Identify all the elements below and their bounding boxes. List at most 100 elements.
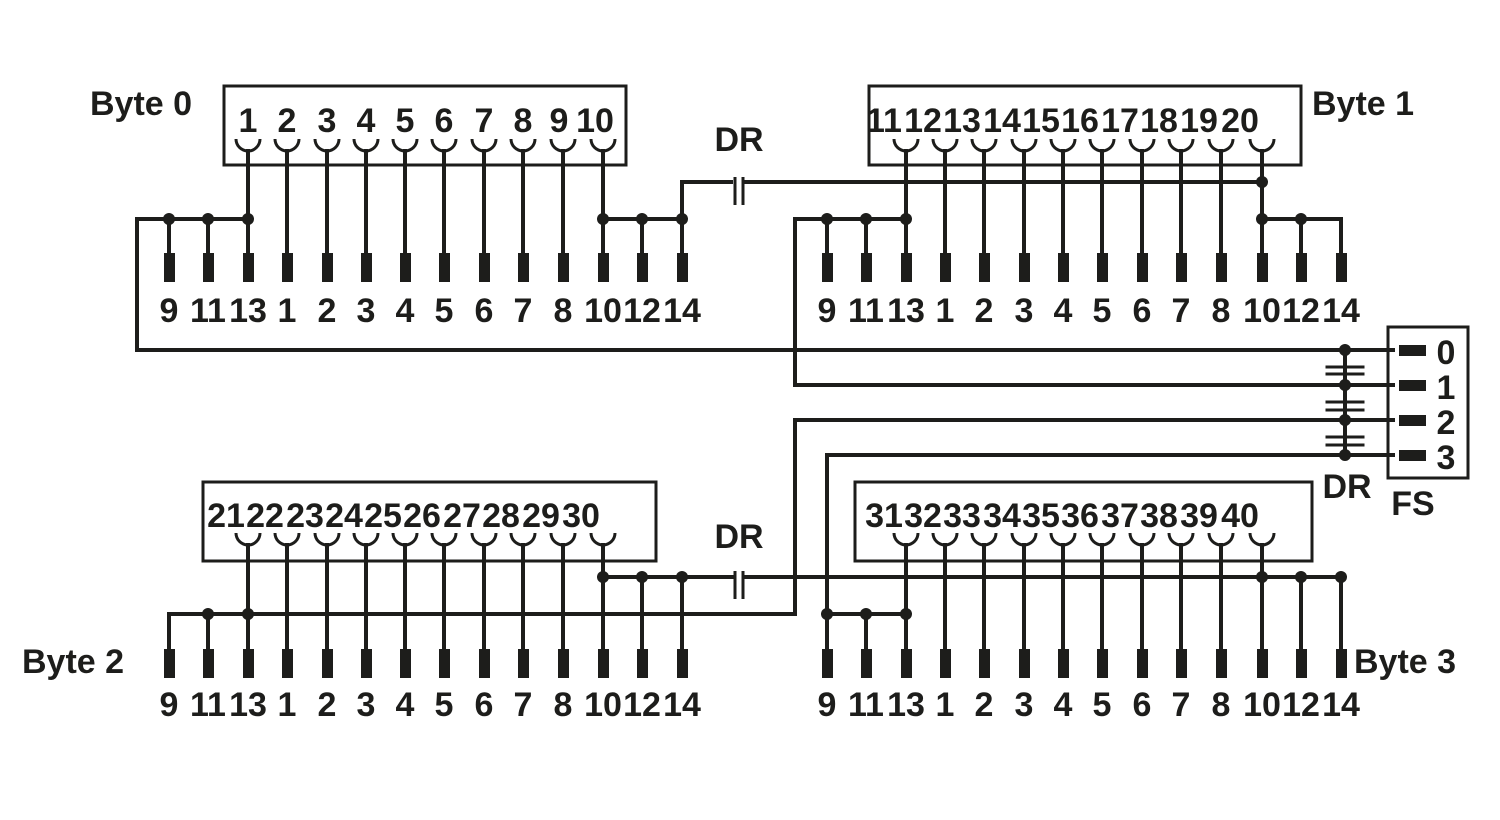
terminal-number: 7 <box>1172 686 1191 724</box>
junction-dot <box>597 571 609 583</box>
junction-dot <box>636 571 648 583</box>
pin-number: 11 <box>866 102 902 140</box>
junction-dot <box>1295 571 1307 583</box>
wire <box>825 453 1395 649</box>
terminal-number: 12 <box>623 686 661 724</box>
terminal-post <box>1296 649 1307 678</box>
pin-number: 10 <box>576 102 614 140</box>
terminal-post <box>1019 649 1030 678</box>
terminal-post <box>861 253 872 282</box>
junction-dot <box>597 213 609 225</box>
terminal-number: 12 <box>1282 686 1320 724</box>
terminal-post <box>400 649 411 678</box>
terminal-number: 5 <box>1093 686 1112 724</box>
terminal-post <box>940 649 951 678</box>
terminal-post <box>203 649 214 678</box>
wire <box>680 180 733 219</box>
terminal-number: 14 <box>1322 292 1360 330</box>
fs-terminal-number: 0 <box>1437 334 1456 372</box>
terminal-number: 5 <box>1093 292 1112 330</box>
terminal-number: 13 <box>887 686 925 724</box>
terminal-post <box>439 649 450 678</box>
terminal-number: 2 <box>318 292 337 330</box>
terminal-post <box>598 253 609 282</box>
junction-dot <box>1295 213 1307 225</box>
terminal-number: 1 <box>278 292 297 330</box>
terminal-number: 4 <box>1054 686 1073 724</box>
terminal-post <box>518 649 529 678</box>
junction-dots <box>163 176 1351 620</box>
terminal-number: 3 <box>1015 292 1034 330</box>
terminal-post <box>1336 649 1347 678</box>
terminal-post <box>243 649 254 678</box>
dr-label-fs: DR <box>1322 468 1371 506</box>
junction-dot <box>242 213 254 225</box>
pin-number: 23 <box>286 497 324 535</box>
terminal-number: 14 <box>1322 686 1360 724</box>
fs-terminal-post <box>1399 415 1426 426</box>
byte-label: Byte 0 <box>90 85 192 123</box>
terminal-number: 13 <box>229 686 267 724</box>
terminal-post <box>361 649 372 678</box>
fs-terminal-number: 3 <box>1437 439 1456 477</box>
junction-dot <box>1339 379 1351 391</box>
terminal-number: 13 <box>887 292 925 330</box>
connector-box-byte-1 <box>867 84 1303 167</box>
terminal-number: 8 <box>554 292 573 330</box>
junction-dot <box>163 213 175 225</box>
terminal-number: 10 <box>584 292 622 330</box>
terminal-post <box>1097 253 1108 282</box>
junction-dot <box>1339 449 1351 461</box>
pin-number: 37 <box>1101 497 1139 535</box>
junction-dot <box>1339 414 1351 426</box>
terminal-post <box>1058 253 1069 282</box>
terminal-number: 3 <box>357 686 376 724</box>
terminal-number: 9 <box>160 686 179 724</box>
terminal-post <box>901 649 912 678</box>
terminal-number: 3 <box>357 292 376 330</box>
terminal-post <box>479 253 490 282</box>
terminal-number: 5 <box>435 686 454 724</box>
terminal-number: 9 <box>160 292 179 330</box>
junction-dot <box>1256 571 1268 583</box>
terminal-post <box>598 649 609 678</box>
junction-dot <box>202 213 214 225</box>
terminal-post <box>282 253 293 282</box>
byte-label: Byte 2 <box>22 643 124 681</box>
terminal-number: 11 <box>190 686 226 724</box>
terminal-number: 7 <box>514 686 533 724</box>
terminal-number: 5 <box>435 292 454 330</box>
junction-dot <box>1256 213 1268 225</box>
pin-number: 28 <box>482 497 520 535</box>
terminal-number: 14 <box>663 292 701 330</box>
pin-number: 7 <box>475 102 494 140</box>
terminal-number: 3 <box>1015 686 1034 724</box>
junction-dot <box>860 608 872 620</box>
terminal-number: 7 <box>1172 292 1191 330</box>
terminal-number: 1 <box>936 686 955 724</box>
terminal-post <box>677 649 688 678</box>
byte-label: Byte 1 <box>1312 85 1414 123</box>
pin-number: 38 <box>1140 497 1178 535</box>
terminal-post <box>901 253 912 282</box>
junction-dot <box>1339 344 1351 356</box>
terminal-post <box>1216 253 1227 282</box>
terminal-number: 10 <box>1243 292 1281 330</box>
wires <box>135 84 1470 678</box>
dr-label-top: DR <box>714 121 763 159</box>
terminal-number: 1 <box>278 686 297 724</box>
junction-dot <box>900 608 912 620</box>
fs-terminal-post <box>1399 380 1426 391</box>
terminal-number: 12 <box>623 292 661 330</box>
junction-dot <box>1335 571 1347 583</box>
pin-number: 32 <box>904 497 942 535</box>
terminal-number: 10 <box>1243 686 1281 724</box>
pin-number: 34 <box>983 497 1021 535</box>
terminal-number: 14 <box>663 686 701 724</box>
terminal-post <box>1176 253 1187 282</box>
terminal-post <box>558 253 569 282</box>
terminal-post <box>400 253 411 282</box>
pin-number: 35 <box>1022 497 1060 535</box>
pin-number: 20 <box>1221 102 1259 140</box>
